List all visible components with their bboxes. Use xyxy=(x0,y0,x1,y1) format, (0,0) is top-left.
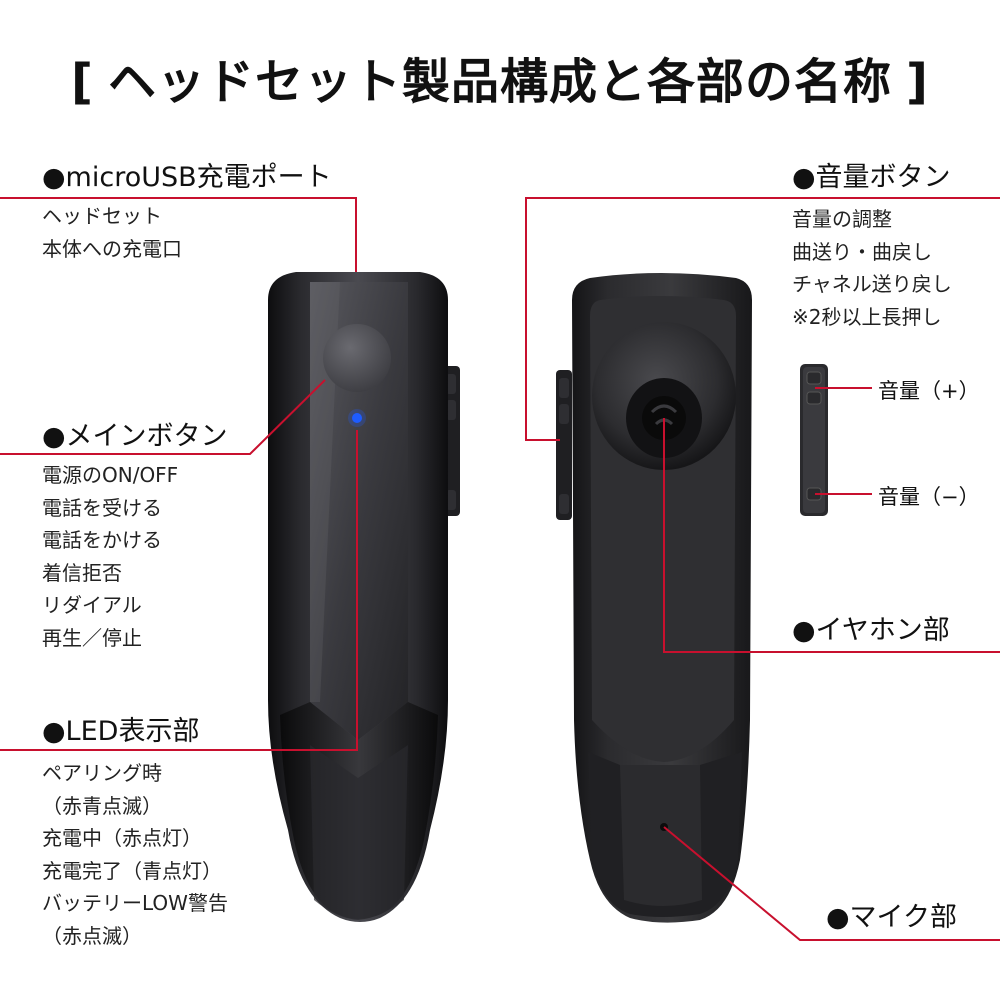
main-button-illustration xyxy=(323,324,391,392)
mic-heading: ●マイク部 xyxy=(826,902,958,933)
front-face-panel xyxy=(310,282,408,740)
main-button-line: 着信拒否 xyxy=(42,560,122,585)
volume-line: 曲送り・曲戻し xyxy=(792,239,932,264)
title-text: ヘッドセット製品構成と各部の名称 xyxy=(107,54,892,110)
led-line: （赤点滅） xyxy=(42,923,142,948)
main-button-line: リダイアル xyxy=(42,593,142,617)
earphone-leader-line xyxy=(663,418,1000,653)
led-line: バッテリーLOW警告 xyxy=(42,891,228,915)
page-title: [ヘッドセット製品構成と各部の名称] xyxy=(0,42,1000,112)
led-line: （赤青点滅） xyxy=(42,793,162,818)
led-leader-line xyxy=(0,430,358,751)
main-button-line: 再生／停止 xyxy=(42,625,142,650)
volume-line: チャネル送り戻し xyxy=(792,272,952,296)
usb-port-heading: ●microUSB充電ポート xyxy=(42,162,332,193)
earphone-heading: ●イヤホン部 xyxy=(792,615,950,646)
volume-button-closeup xyxy=(800,364,828,516)
main-button-heading: ●メインボタン xyxy=(42,421,228,452)
volume-line: 音量の調整 xyxy=(792,207,892,231)
volume-line: ※2秒以上長押し xyxy=(792,304,942,329)
usb-port-line: 本体への充電口 xyxy=(42,236,182,261)
leader-lines xyxy=(0,197,1000,941)
usb-leader-line xyxy=(0,197,357,272)
volume-leader-line xyxy=(525,197,1000,441)
led-indicator xyxy=(352,413,362,423)
usb-port-line: ヘッドセット xyxy=(42,204,162,228)
mic-leader-line xyxy=(663,826,1000,941)
main-button-line: 電話を受ける xyxy=(42,495,162,520)
volume-plus-label: 音量（+） xyxy=(878,379,980,403)
headset-front-view xyxy=(268,272,460,922)
led-description: ペアリング時 （赤青点滅） 充電中（赤点灯） 充電完了（青点灯） バッテリーLO… xyxy=(42,757,228,952)
main-button-line: 電話をかける xyxy=(42,528,162,552)
led-line: ペアリング時 xyxy=(42,761,162,785)
volume-heading: ●音量ボタン xyxy=(792,162,951,193)
headset-back-view xyxy=(556,273,752,923)
led-heading: ●LED表示部 xyxy=(42,716,200,747)
usb-port-description: ヘッドセット 本体への充電口 xyxy=(42,200,182,265)
led-line: 充電中（赤点灯） xyxy=(42,826,202,850)
main-button-leader-line xyxy=(0,379,326,455)
volume-minus-label: 音量（−） xyxy=(878,485,980,509)
main-button-line: 電源のON/OFF xyxy=(42,463,179,487)
title-bracket-open: [ xyxy=(71,54,94,110)
main-button-description: 電源のON/OFF 電話を受ける 電話をかける 着信拒否 リダイアル 再生／停止 xyxy=(42,459,178,654)
title-bracket-close: ] xyxy=(906,54,929,110)
led-line: 充電完了（青点灯） xyxy=(42,858,222,883)
volume-description: 音量の調整 曲送り・曲戻し チャネル送り戻し ※2秒以上長押し xyxy=(792,203,952,333)
